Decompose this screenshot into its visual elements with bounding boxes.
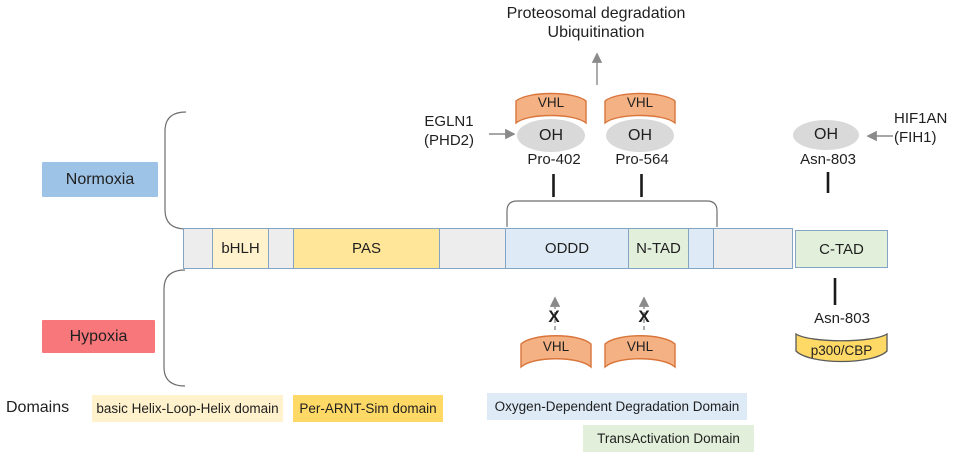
asn803-bottom-label: Asn-803 [814, 310, 870, 327]
domain-ntad: N-TAD [628, 229, 689, 268]
oh-ellipse-pro564: OH [606, 119, 674, 152]
protein-domain-bar: bHLH PAS ODDD N-TAD [183, 228, 793, 269]
domain-ctad: C-TAD [795, 230, 888, 268]
oh-ellipse-pro402: OH [517, 119, 585, 152]
egln1-label: EGLN1 [424, 113, 474, 130]
asn803-top-label: Asn-803 [800, 150, 856, 168]
vhl-shape-pro402: VHL [515, 89, 587, 125]
legend-bhlh: basic Helix-Loop-Helix domain [92, 395, 283, 422]
hypoxia-brace [163, 269, 186, 387]
x-mark-left: X [548, 307, 560, 326]
hif1an-alt-label: (FIH1) [894, 129, 937, 146]
hypoxia-box: Hypoxia [42, 320, 155, 353]
domain-oddd: ODDD [505, 229, 629, 268]
vhl-label: VHL [626, 339, 654, 354]
oh-ellipse-asn803: OH [793, 120, 859, 150]
oddd-bracket [506, 200, 718, 227]
legend-pas: Per-ARNT-Sim domain [293, 395, 443, 422]
legend-oddd: Oxygen-Dependent Degradation Domain [487, 393, 747, 420]
domain-bhlh: bHLH [212, 229, 269, 268]
x-mark-right: X [638, 307, 650, 326]
vhl-shape-pro564: VHL [604, 89, 676, 125]
legend-title: Domains [6, 399, 70, 416]
proteosomal-degradation-label: Proteosomal degradation [506, 5, 686, 22]
vhl-label: VHL [626, 95, 654, 110]
vhl-shape-hypoxia-left: VHL [520, 331, 592, 369]
vhl-label: VHL [537, 95, 565, 110]
legend-tad: TransActivation Domain [583, 425, 754, 452]
vhl-shape-hypoxia-right: VHL [604, 331, 676, 369]
normoxia-box: Normoxia [42, 162, 158, 197]
domain-oddd-linker [688, 229, 714, 268]
p300-cbp-label: p300/CBP [810, 343, 873, 358]
pro564-label: Pro-564 [615, 150, 669, 168]
pro402-label: Pro-402 [527, 150, 581, 168]
normoxia-brace [164, 111, 187, 230]
egln1-alt-label: (PHD2) [423, 132, 474, 149]
domain-pas: PAS [293, 229, 440, 268]
hif1an-label: HIF1AN [894, 110, 948, 127]
vhl-label: VHL [542, 339, 570, 354]
p300-cbp-shape: p300/CBP [795, 330, 888, 367]
ubiquitination-label: Ubiquitination [547, 24, 645, 41]
egln1-label-block: EGLN1 (PHD2) [411, 112, 487, 150]
hif1an-label-block: HIF1AN (FIH1) [894, 109, 959, 147]
